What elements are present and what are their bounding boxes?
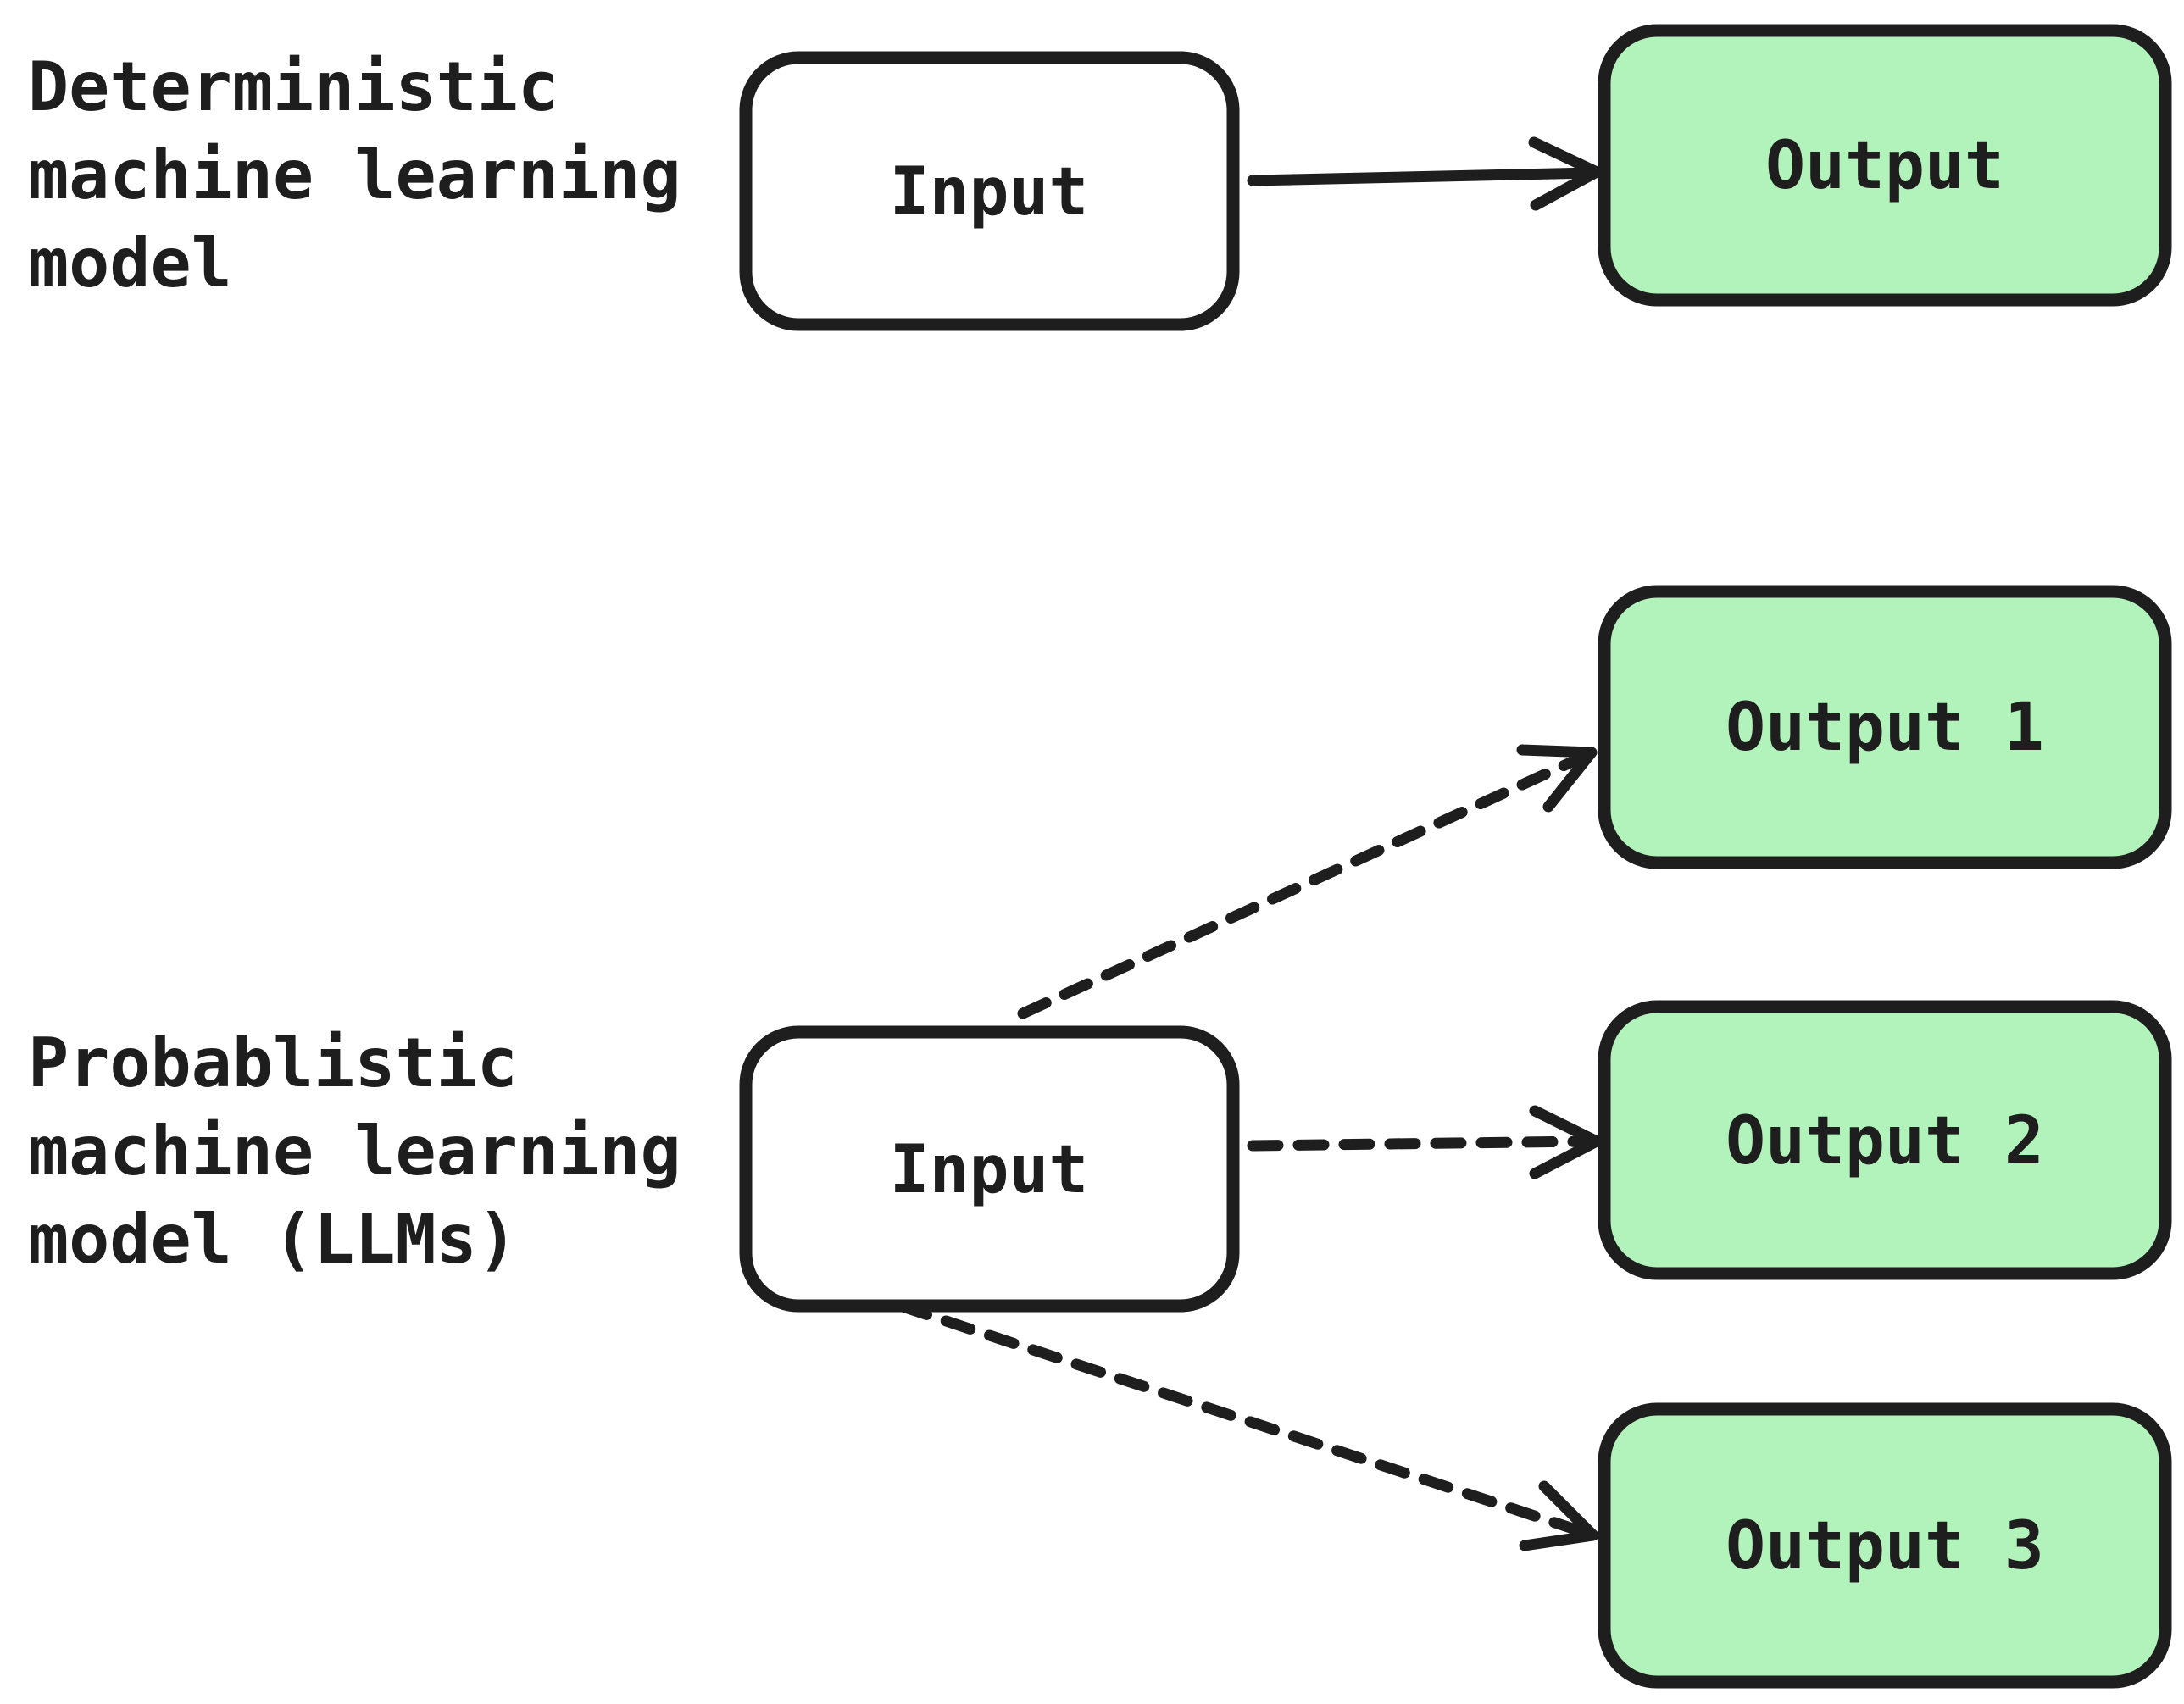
caption-deterministic: Deterministic machine learning model [28, 47, 681, 303]
node-det-input-box [739, 51, 1240, 331]
node-output-2-box [1598, 1000, 2172, 1280]
node-det-input-label: Input [890, 154, 1089, 230]
node-output-1: Output 1 [1598, 585, 2172, 869]
caption-probablistic-line-2: machine learning [28, 1112, 681, 1191]
arrow-det-solid-shaft [1247, 167, 1598, 186]
caption-probablistic: Probablistic machine learning model (LLM… [28, 1024, 681, 1279]
node-output-2: Output 2 [1598, 1000, 2172, 1280]
node-prob-input-box [739, 1025, 1240, 1313]
caption-probablistic-line-3: model (LLMs) [28, 1200, 518, 1279]
arrowhead-output-3-icon [1519, 1480, 1599, 1551]
arrow-output-1-dashed-shaft [1017, 752, 1587, 1019]
node-output-2-label: Output 2 [1726, 1103, 2044, 1179]
node-output-3-label: Output 3 [1726, 1508, 2044, 1585]
node-output-3: Output 3 [1598, 1402, 2172, 1689]
caption-deterministic-line-3: model [28, 224, 232, 303]
caption-probablistic-line-1: Probablistic [28, 1024, 518, 1102]
arrowhead-output-2-icon [1529, 1105, 1603, 1179]
arrow-prob-input-to-output-1 [1017, 744, 1598, 1019]
node-prob-input: Input [739, 1025, 1240, 1313]
node-det-output-box [1598, 24, 2172, 307]
arrow-output-2-dashed-shaft [1247, 1135, 1594, 1152]
node-output-3-box [1598, 1402, 2172, 1689]
arrow-prob-input-to-output-3 [897, 1301, 1599, 1551]
node-det-input: Input [739, 51, 1240, 331]
node-prob-input-label: Input [890, 1132, 1089, 1208]
node-output-1-label: Output 1 [1726, 690, 2044, 766]
node-det-output-label: Output [1765, 128, 2004, 204]
caption-deterministic-line-2: machine learning [28, 136, 681, 214]
arrowhead-det-output-icon [1528, 136, 1603, 211]
caption-deterministic-line-1: Deterministic [28, 47, 559, 126]
arrowhead-output-1-icon [1516, 744, 1598, 813]
arrow-prob-input-to-output-2 [1247, 1105, 1603, 1179]
arrow-det-input-to-det-output [1247, 136, 1603, 211]
arrow-output-3-dashed-shaft [897, 1301, 1589, 1538]
node-det-output: Output [1598, 24, 2172, 307]
node-output-1-box [1598, 585, 2172, 869]
